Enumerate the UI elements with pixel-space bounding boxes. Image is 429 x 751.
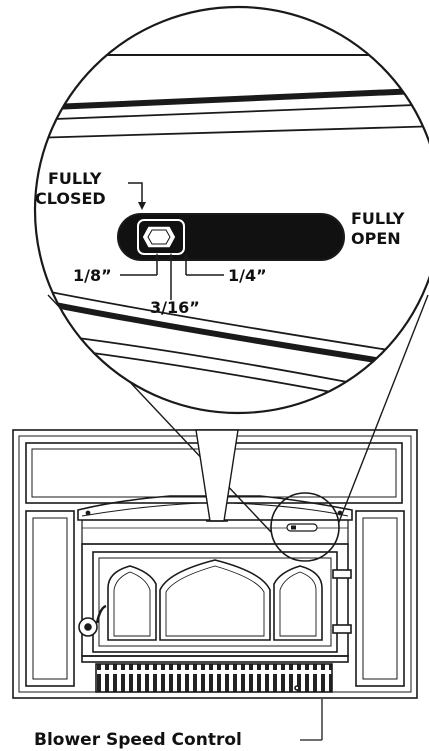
door-pane-center bbox=[159, 559, 271, 641]
magnifier-circle bbox=[33, 5, 429, 415]
blower-grille bbox=[95, 663, 333, 693]
detail-callout-circle bbox=[270, 492, 340, 562]
right-side-panel bbox=[355, 510, 405, 687]
hinge-bottom bbox=[332, 624, 352, 634]
left-side-panel bbox=[25, 510, 75, 687]
stove-door bbox=[92, 551, 338, 653]
door-pane-right bbox=[273, 565, 323, 641]
one-quarter-label: 1/4” bbox=[228, 266, 267, 285]
fully-open-label-line2: OPEN bbox=[351, 229, 401, 248]
blower-speed-control-label: Blower Speed Control bbox=[34, 730, 242, 750]
one-eighth-label: 1/8” bbox=[73, 266, 112, 285]
leader-line-right bbox=[338, 294, 429, 523]
fully-open-label-line1: FULLY bbox=[351, 209, 405, 228]
door-pane-left bbox=[107, 565, 157, 641]
fully-closed-label-line2: CLOSED bbox=[35, 189, 106, 208]
fully-closed-arrow bbox=[128, 182, 143, 204]
hinge-top bbox=[332, 569, 352, 579]
three-sixteenths-label: 3/16” bbox=[150, 298, 200, 317]
stove-top-lintel bbox=[77, 495, 353, 521]
flue-collar bbox=[195, 429, 239, 522]
damper-slider bbox=[117, 213, 345, 261]
fully-closed-label-line1: FULLY bbox=[48, 169, 102, 188]
